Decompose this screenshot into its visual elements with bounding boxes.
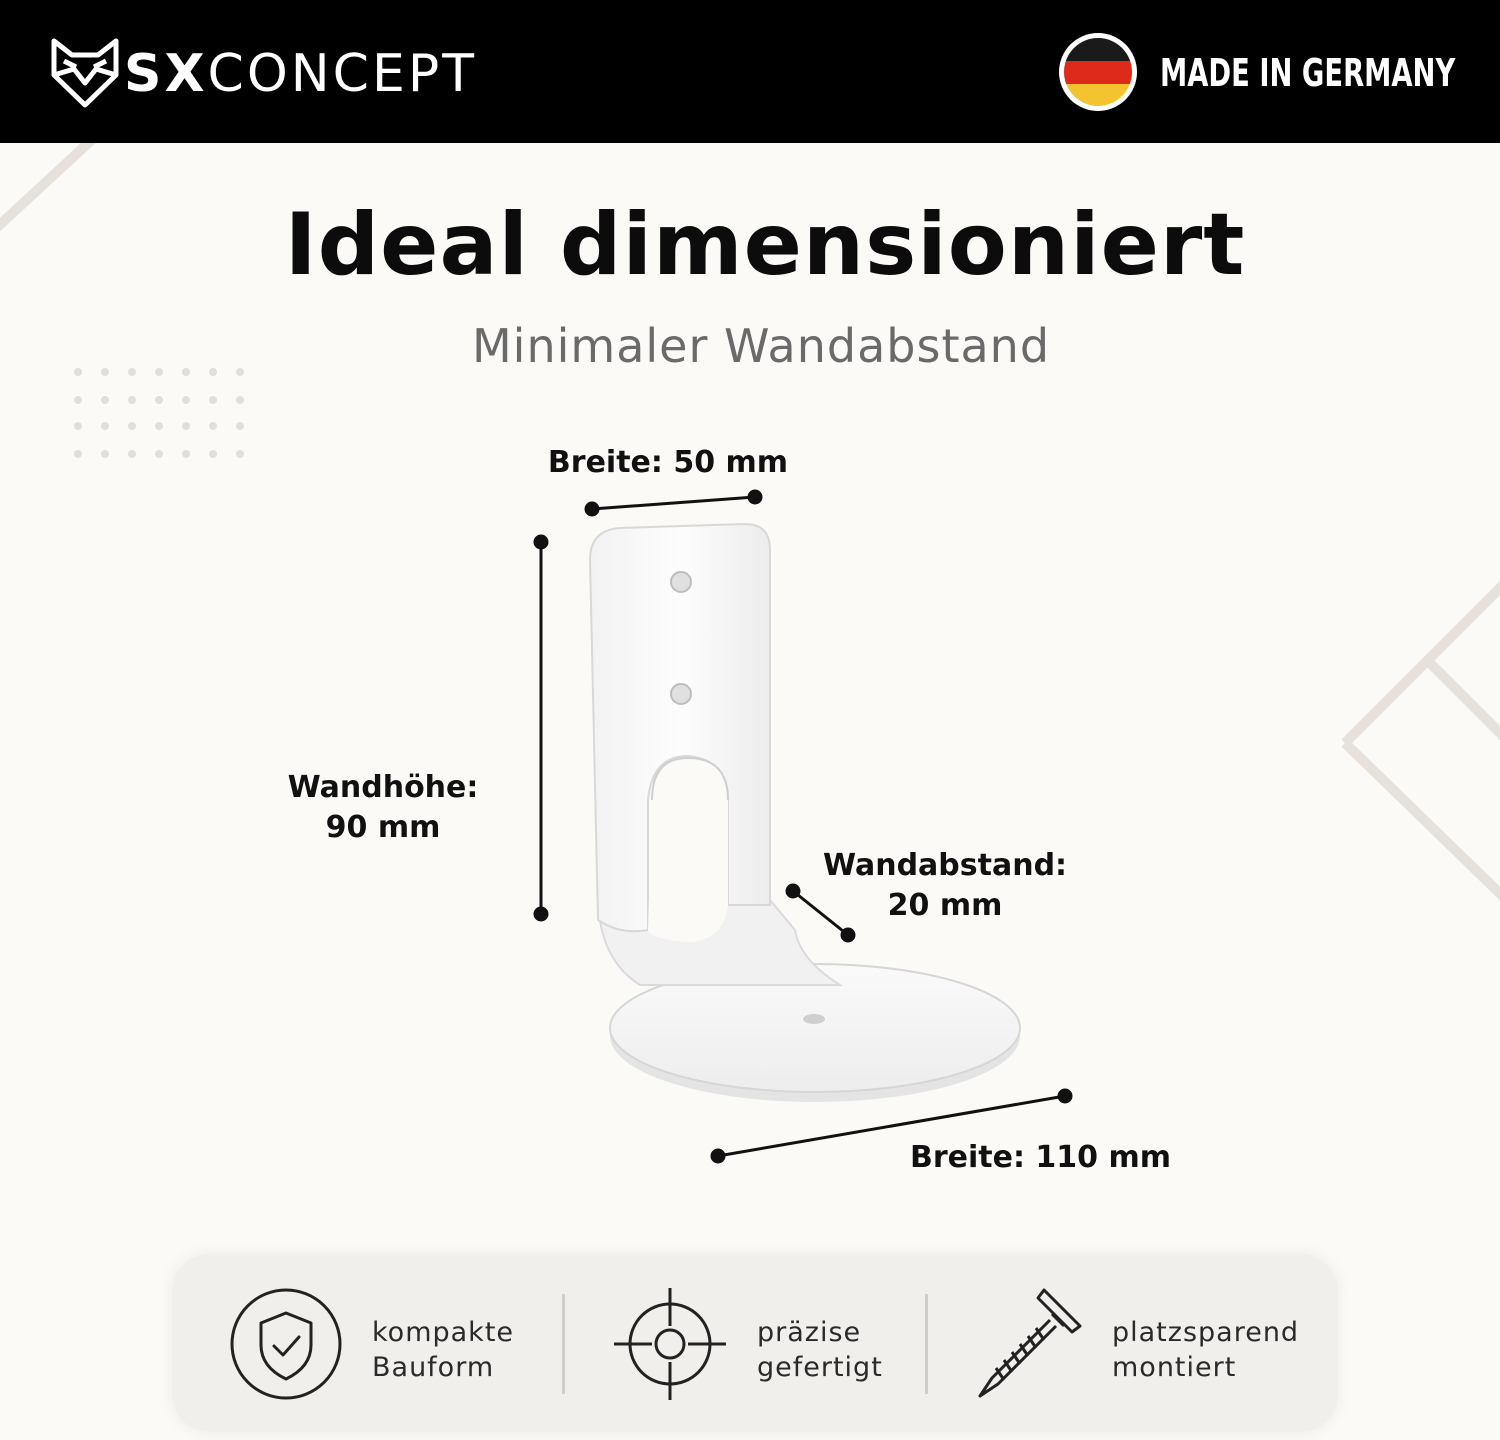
label-top-width: Breite: 50 mm	[547, 445, 789, 480]
feature-3-line2: montiert	[1112, 1352, 1237, 1383]
bracket-base-disc	[609, 963, 1021, 1102]
shield-check-icon	[230, 1288, 342, 1400]
label-wall-height-title: Wandhöhe:	[287, 770, 479, 805]
page-subtitle: Minimaler Wandabstand	[471, 319, 1051, 373]
label-wall-distance-value: 20 mm	[887, 888, 1003, 923]
feature-1-line1: kompakte	[372, 1317, 515, 1348]
feature-2-line1: präzise	[757, 1317, 862, 1348]
label-wall-distance-title: Wandabstand:	[822, 848, 1068, 883]
header-bar: SXCONCEPT MADE IN GERMANY	[0, 0, 1500, 143]
label-bottom-width: Breite: 110 mm	[910, 1140, 1172, 1175]
crosshair-icon	[614, 1288, 726, 1400]
dimension-line-wall-distance	[792, 889, 849, 937]
feature-divider	[562, 1294, 565, 1394]
label-wall-height-value: 90 mm	[325, 810, 441, 845]
feature-strip: kompakte Bauform präzise gefertigt plat	[172, 1254, 1338, 1432]
feature-1-line2: Bauform	[372, 1352, 495, 1383]
page-title: Ideal dimensioniert	[284, 195, 1246, 295]
feature-3-line1: platzsparend	[1112, 1317, 1300, 1348]
dot-grid-decoration	[74, 368, 244, 458]
dimension-line-bottom-width	[717, 1094, 1066, 1158]
brand-name: SXCONCEPT	[124, 44, 477, 104]
dimension-line-top-width	[591, 495, 756, 511]
feature-2-line2: gefertigt	[757, 1352, 883, 1383]
brand-light: CONCEPT	[207, 44, 477, 104]
feature-divider	[925, 1294, 928, 1394]
bracket-wall-plate	[588, 522, 771, 942]
fox-head-icon	[51, 38, 119, 108]
brand-bold: SX	[124, 44, 208, 104]
german-flag-icon	[1059, 33, 1137, 111]
screw-icon	[978, 1288, 1082, 1398]
